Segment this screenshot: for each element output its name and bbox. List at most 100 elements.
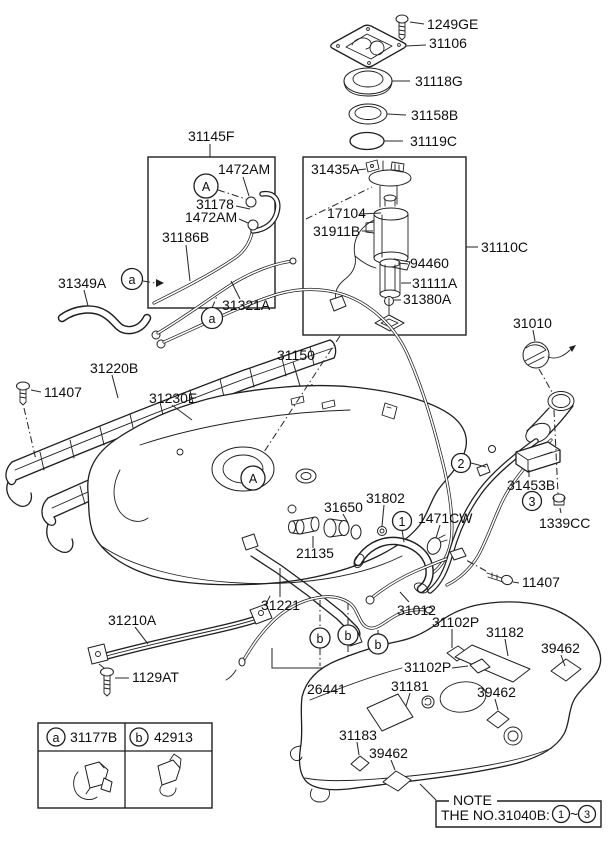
part-label-31012: 31012 (397, 602, 436, 618)
filler-pipe-bracket-drawing (515, 441, 561, 473)
part-label-39462-bottom: 39462 (369, 745, 408, 761)
hook-bolt-1129at-icon (100, 667, 114, 697)
part-label-31150: 31150 (277, 347, 315, 363)
note-range-from: 1 (558, 809, 564, 821)
note-box: NOTE THE NO.31040B: 1 ~ 3 (419, 783, 602, 828)
part-label-31802: 31802 (366, 490, 405, 506)
pump-wiring-harness-drawing (329, 219, 377, 312)
part-label-1249ge: 1249GE (427, 16, 478, 32)
num3-text: 3 (529, 495, 536, 509)
tank-band-rear-drawing (241, 533, 363, 647)
part-label-31220b: 31220B (90, 360, 138, 376)
part-label-31181: 31181 (391, 678, 429, 694)
part-label-31210a: 31210A (108, 612, 157, 628)
num1-text: 1 (399, 515, 406, 529)
part-label-31380a: 31380A (403, 291, 452, 307)
part-label-31106: 31106 (429, 35, 467, 51)
part-label-31435a: 31435A (311, 161, 360, 177)
clip-a-drawing (73, 761, 113, 800)
part-label-11407-left: 11407 (44, 384, 82, 400)
fuel-pipe-31012-drawing (365, 557, 448, 605)
callout-marker-A-tank: A (240, 465, 266, 491)
nut-1339cc-icon (552, 493, 566, 506)
note-tilde: ~ (570, 806, 578, 822)
pump-o-ring-drawing (349, 131, 385, 151)
side-rail-upper-drawing (5, 339, 337, 507)
part-label-31349a: 31349A (58, 275, 107, 291)
part-label-1339cc: 1339CC (539, 515, 590, 531)
number-marker-2: 2 (450, 452, 472, 474)
part-label-1472am-1: 1472AM (218, 161, 270, 177)
part-label-11407-right: 11407 (522, 574, 560, 590)
number-marker-1: 1 (391, 510, 413, 532)
part-label-1471cw: 1471CW (418, 510, 473, 526)
fuel-valve-fitting-drawing (288, 516, 362, 540)
part-label-31453b: 31453B (507, 477, 555, 493)
fuel-pump-motor-drawing (379, 258, 401, 299)
clip-a-text: a (209, 312, 216, 326)
part-labels: 1249GE 31106 31118G 31158B 31119C 31145F… (44, 16, 590, 761)
part-label-31911b: 31911B (313, 223, 360, 239)
protector-screw-icon (421, 695, 435, 709)
pump-flange-drawing (365, 159, 412, 208)
part-label-31111a: 31111A (412, 275, 458, 291)
fuel-filler-cap-drawing (522, 341, 576, 369)
part-label-31183: 31183 (339, 727, 377, 743)
fuel-pump-lock-plate-drawing (330, 24, 407, 68)
pad-31183-drawing (350, 755, 370, 772)
callout-a-text: A (202, 180, 211, 194)
part-label-26441: 26441 (307, 681, 346, 697)
pad-39462-right-drawing (550, 658, 582, 682)
part-label-31178: 31178 (196, 196, 234, 212)
part-label-31110c: 31110C (481, 239, 528, 255)
part-label-39462-right: 39462 (541, 640, 580, 656)
part-label-17104: 17104 (327, 205, 366, 221)
clip-marker-a-1: a (120, 267, 144, 291)
clip-marker-a-2: a (200, 306, 224, 330)
clip-b-text: b (345, 629, 352, 643)
tank-band-front-drawing (87, 595, 273, 665)
lock-plate-bolt-icon (395, 14, 409, 41)
fuel-hose-31349a-drawing (57, 305, 152, 335)
part-label-31119c: 31119C (410, 133, 457, 149)
legend-clip-b-part: 42913 (154, 729, 193, 745)
part-label-94460: 94460 (410, 255, 449, 271)
number-marker-3: 3 (521, 490, 543, 512)
part-label-31186b: 31186B (162, 229, 209, 245)
note-range-to: 3 (584, 809, 590, 821)
part-label-1472am-2: 1472AM (185, 209, 237, 225)
pad-39462-center-drawing (486, 710, 510, 729)
part-label-31221: 31221 (261, 597, 300, 613)
legend-table: a 31177B b 42913 (37, 722, 213, 809)
legend-clip-b-marker: b (136, 731, 143, 745)
part-label-31102p-1: 31102P (432, 614, 479, 630)
pad-31182-drawing (454, 644, 531, 683)
bolt-11407-right-icon (486, 572, 513, 586)
tank-protector-drawing (289, 601, 602, 803)
part-label-31158b: 31158B (411, 107, 458, 123)
part-label-31010: 31010 (513, 315, 552, 331)
pump-seal-ring-drawing (348, 103, 388, 125)
hose-clamp-icon (245, 196, 257, 208)
part-label-31321a: 31321A (222, 297, 271, 313)
clip-b-text: b (375, 638, 382, 652)
hose-clamp-1471cw-icon (426, 534, 448, 555)
hose-clamp-icon (247, 219, 259, 231)
fuel-pump-module-box (302, 156, 478, 336)
callout-a-text: A (249, 472, 258, 486)
clip-marker-b-1: b (309, 627, 331, 649)
clip-marker-b-3: b (367, 633, 389, 655)
fuel-tank-drawing (87, 384, 467, 586)
clip-b-drawing (157, 753, 182, 797)
pad-39462-bottom-drawing (382, 770, 412, 792)
num2-text: 2 (458, 457, 465, 471)
note-title: NOTE (453, 792, 492, 808)
clip-a-text: a (129, 273, 136, 287)
pump-reservoir-drawing (365, 194, 409, 265)
filler-pipe-assembly-drawing (427, 391, 575, 594)
callout-marker-A-box: A (193, 173, 219, 199)
part-label-31102p-2: 31102P (404, 659, 451, 675)
part-label-1129at: 1129AT (132, 669, 179, 685)
part-label-39462-center: 39462 (477, 684, 516, 700)
